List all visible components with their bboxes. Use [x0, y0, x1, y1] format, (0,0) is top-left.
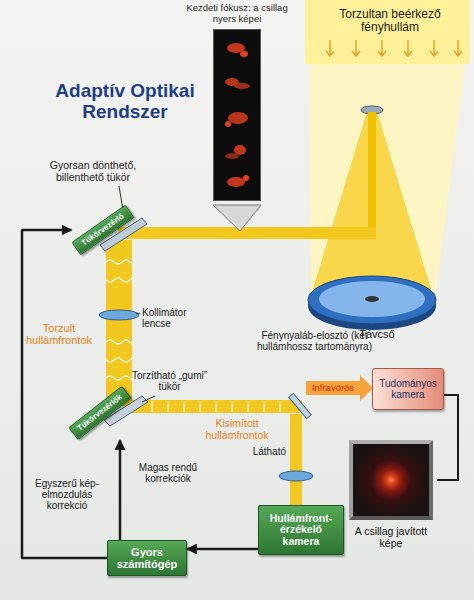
label-text: Torzult hullámfrontok: [18, 322, 100, 347]
beam: [118, 227, 376, 239]
label-text: Infravörös: [306, 383, 360, 394]
light-column: [310, 64, 465, 292]
edge-label: Egyszerű kép-elmozdulás korrekció: [27, 478, 107, 512]
beam: [368, 112, 376, 234]
camera-cable: [437, 395, 458, 480]
collimator-lens: [99, 310, 139, 320]
focus-cone: [213, 205, 261, 231]
dish: [308, 276, 436, 324]
dish-hole: [365, 296, 379, 302]
raw-image-strip: Kezdeti fókusz: a csillag nyers képei: [182, 3, 292, 201]
star-images: [214, 30, 260, 200]
label-text: Torzítható „gumi” tükör: [122, 370, 217, 392]
monitor-screen: [349, 440, 433, 520]
label-text: Kollimátor lencse: [142, 307, 212, 329]
light-arrows: [326, 40, 462, 56]
label-text: Gyorsan dönthető, billenthető tükör: [28, 160, 158, 184]
control-arrow: [119, 440, 122, 540]
control-arrow: [22, 230, 107, 558]
lens: [279, 471, 313, 481]
star-image-strip: [213, 29, 261, 201]
corrected-image-monitor: A csillag javított képe: [345, 440, 437, 549]
process-box: Gyors számítógép: [107, 540, 187, 576]
node-text: Tudományos kamera: [373, 378, 443, 401]
science-camera: Tudományos kamera: [372, 368, 444, 410]
label-text: Kisimított hullámfrontok: [192, 418, 282, 442]
beam: [106, 240, 132, 406]
edge-label: Magas rendű korrekciók: [126, 462, 210, 484]
label-text: Fénynyaláb-elosztó (két hullámhossz tart…: [252, 330, 377, 352]
flat-wavefronts: [152, 401, 280, 412]
reflected-cone: [312, 112, 432, 292]
telescope-dish: [308, 276, 436, 330]
control-arrow: [187, 548, 258, 551]
node-text: A csillag javított képe: [345, 525, 437, 549]
label-text: Torzultan beérkező fényhullám: [315, 8, 465, 35]
node-text: Kezdeti fókusz: a csillag nyers képei: [182, 3, 292, 25]
infrared-beam: [306, 375, 373, 401]
diagram-title: Adaptív Optikai Rendszer: [40, 80, 210, 123]
beam: [130, 400, 302, 413]
star-blobs: [225, 43, 250, 187]
process-box: Hullámfront-érzékelő kamera: [258, 505, 344, 555]
incoming-light: [305, 0, 470, 292]
dish-surface: [319, 281, 425, 317]
node-text: Gyors számítógép: [108, 546, 186, 570]
beam: [290, 414, 302, 506]
beam-splitter: [289, 393, 312, 418]
node-text: Hullámfront-érzékelő kamera: [259, 513, 343, 548]
label-text: Látható: [238, 446, 286, 457]
light-band: [305, 0, 470, 64]
